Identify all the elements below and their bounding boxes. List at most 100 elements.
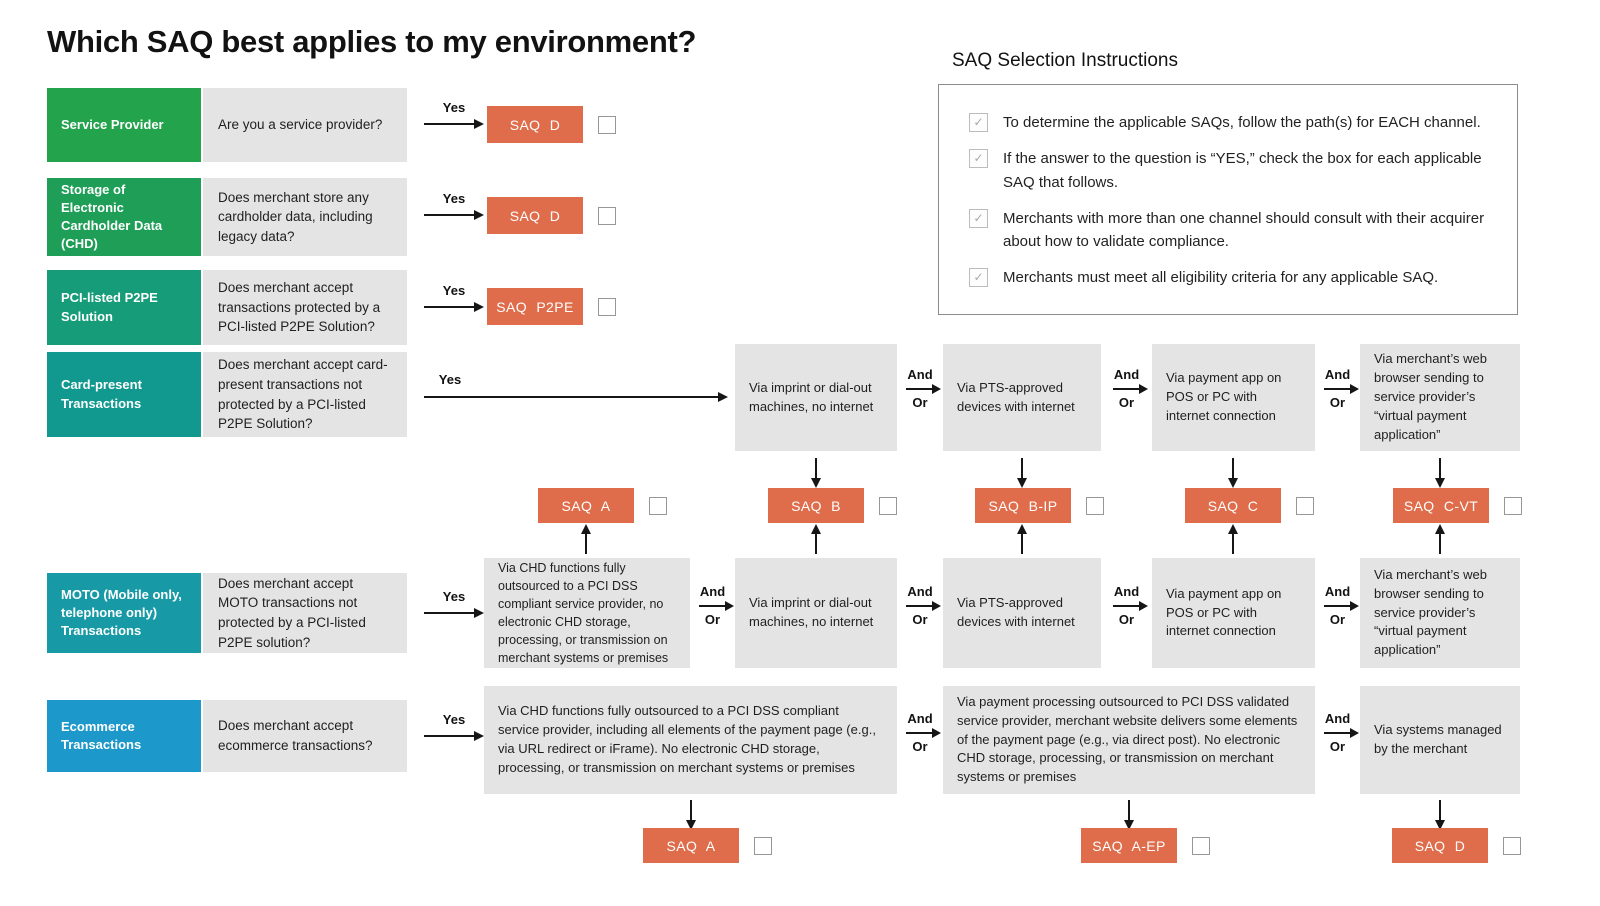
and-label: And <box>1324 367 1351 382</box>
instruction-text: To determine the applicable SAQs, follow… <box>1003 114 1481 131</box>
check-icon: ✓ <box>969 113 988 132</box>
saq-box-b: SAQ B <box>768 488 864 523</box>
saq-box-d-storage: SAQ D <box>487 197 583 234</box>
and-label: And <box>1324 584 1351 599</box>
instruction-text: Merchants must meet all eligibility crit… <box>1003 269 1439 287</box>
down-arrow <box>811 458 821 488</box>
up-arrow <box>1435 524 1445 554</box>
channel-question-service-provider: Are you a service provider? <box>203 88 407 162</box>
yes-arrow <box>424 608 484 618</box>
channel-row-card-present: Card-present Transactions Does merchant … <box>47 352 407 437</box>
saq-checkbox-a-ep[interactable] <box>1192 837 1210 855</box>
right-arrow-icon <box>906 384 941 395</box>
or-label: Or <box>1329 739 1346 755</box>
saq-box-b-ip: SAQ B-IP <box>975 488 1071 523</box>
check-icon: ✓ <box>969 149 988 169</box>
yes-arrow <box>424 731 484 741</box>
channel-row-service-provider: Service Provider Are you a service provi… <box>47 88 407 162</box>
saq-checkbox-p2pe[interactable] <box>598 298 616 316</box>
or-label: Or <box>1329 612 1346 628</box>
right-arrow-icon <box>1323 384 1359 395</box>
channel-label-service-provider: Service Provider <box>47 88 201 162</box>
instruction-text: If the answer to the question is “YES,” … <box>1003 150 1482 191</box>
up-arrow <box>1017 524 1027 554</box>
and-label: And <box>1113 367 1140 382</box>
yes-arrow <box>424 119 484 129</box>
right-arrow-icon <box>906 728 941 739</box>
or-label: Or <box>1118 395 1135 411</box>
saq-box-c-vt: SAQ C-VT <box>1393 488 1489 523</box>
saq-checkbox-d-bottom[interactable] <box>1503 837 1521 855</box>
channel-row-ecommerce: Ecommerce Transactions Does merchant acc… <box>47 700 407 772</box>
and-label: And <box>1324 711 1351 726</box>
or-label: Or <box>912 612 928 628</box>
path-box-moto-payment-app: Via payment app on POS or PC with intern… <box>1152 558 1315 668</box>
saq-checkbox-d-service-provider[interactable] <box>598 116 616 134</box>
right-arrow-icon <box>906 601 941 612</box>
instruction-item: ✓ Merchants with more than one channel s… <box>969 207 1487 254</box>
path-box-moto-outsourced: Via CHD functions fully outsourced to a … <box>484 558 690 668</box>
down-arrow <box>1435 458 1445 488</box>
down-arrow <box>1228 458 1238 488</box>
and-label: And <box>907 367 933 382</box>
yes-label: Yes <box>442 191 466 206</box>
check-icon: ✓ <box>969 208 988 228</box>
and-or-connector: And Or <box>1315 584 1360 628</box>
saq-box-a-ep: SAQ A-EP <box>1081 828 1177 863</box>
path-box-cp-imprint: Via imprint or dial-out machines, no int… <box>735 344 897 451</box>
path-box-cp-pts: Via PTS-approved devices with internet <box>943 344 1101 451</box>
and-label: And <box>1113 584 1140 599</box>
channel-question-storage-chd: Does merchant store any cardholder data,… <box>203 178 407 256</box>
yes-arrow <box>424 210 484 220</box>
yes-label: Yes <box>438 372 462 387</box>
up-arrow <box>1228 524 1238 554</box>
yes-arrow-long <box>424 392 728 402</box>
path-box-moto-pts: Via PTS-approved devices with internet <box>943 558 1101 668</box>
instruction-item: ✓ To determine the applicable SAQs, foll… <box>969 111 1487 134</box>
instructions-heading: SAQ Selection Instructions <box>952 50 1178 71</box>
channel-question-moto: Does merchant accept MOTO transactions n… <box>203 573 407 653</box>
saq-checkbox-a-mid[interactable] <box>649 497 667 515</box>
up-arrow <box>811 524 821 554</box>
channel-label-moto: MOTO (Mobile only, telephone only) Trans… <box>47 573 201 653</box>
path-box-moto-imprint: Via imprint or dial-out machines, no int… <box>735 558 897 668</box>
saq-checkbox-a-bottom[interactable] <box>754 837 772 855</box>
and-or-connector: And Or <box>1101 367 1152 411</box>
instruction-text: Merchants with more than one channel sho… <box>1003 209 1485 250</box>
and-or-connector: And Or <box>897 367 943 411</box>
path-box-ecom-outsourced: Via CHD functions fully outsourced to a … <box>484 686 897 794</box>
channel-label-card-present: Card-present Transactions <box>47 352 201 437</box>
right-arrow-icon <box>1112 384 1148 395</box>
channel-question-card-present: Does merchant accept card-present transa… <box>203 352 407 437</box>
or-label: Or <box>1329 395 1346 411</box>
saq-checkbox-b[interactable] <box>879 497 897 515</box>
and-or-connector: And Or <box>690 584 735 628</box>
saq-checkbox-c[interactable] <box>1296 497 1314 515</box>
saq-checkbox-d-storage[interactable] <box>598 207 616 225</box>
right-arrow-icon <box>1112 601 1148 612</box>
yes-arrow <box>424 302 484 312</box>
check-icon: ✓ <box>969 268 988 288</box>
and-or-connector: And Or <box>897 584 943 628</box>
saq-box-d-service-provider: SAQ D <box>487 106 583 143</box>
yes-label: Yes <box>442 589 466 604</box>
channel-label-ecommerce: Ecommerce Transactions <box>47 700 201 772</box>
down-arrow <box>1435 800 1445 830</box>
path-box-ecom-direct-post: Via payment processing outsourced to PCI… <box>943 686 1315 794</box>
right-arrow-icon <box>698 601 734 612</box>
or-label: Or <box>1118 612 1135 628</box>
and-label: And <box>907 584 933 599</box>
right-arrow-icon <box>1323 601 1359 612</box>
saq-checkbox-b-ip[interactable] <box>1086 497 1104 515</box>
path-box-moto-web-browser: Via merchant’s web browser sending to se… <box>1360 558 1520 668</box>
saq-box-c: SAQ C <box>1185 488 1281 523</box>
instructions-panel: ✓ To determine the applicable SAQs, foll… <box>938 84 1518 315</box>
down-arrow <box>1124 800 1134 830</box>
saq-checkbox-c-vt[interactable] <box>1504 497 1522 515</box>
channel-row-moto: MOTO (Mobile only, telephone only) Trans… <box>47 573 407 653</box>
yes-label: Yes <box>442 100 466 115</box>
or-label: Or <box>912 395 928 411</box>
yes-label: Yes <box>442 712 466 727</box>
channel-question-p2pe: Does merchant accept transactions protec… <box>203 270 407 345</box>
saq-box-a-mid: SAQ A <box>538 488 634 523</box>
